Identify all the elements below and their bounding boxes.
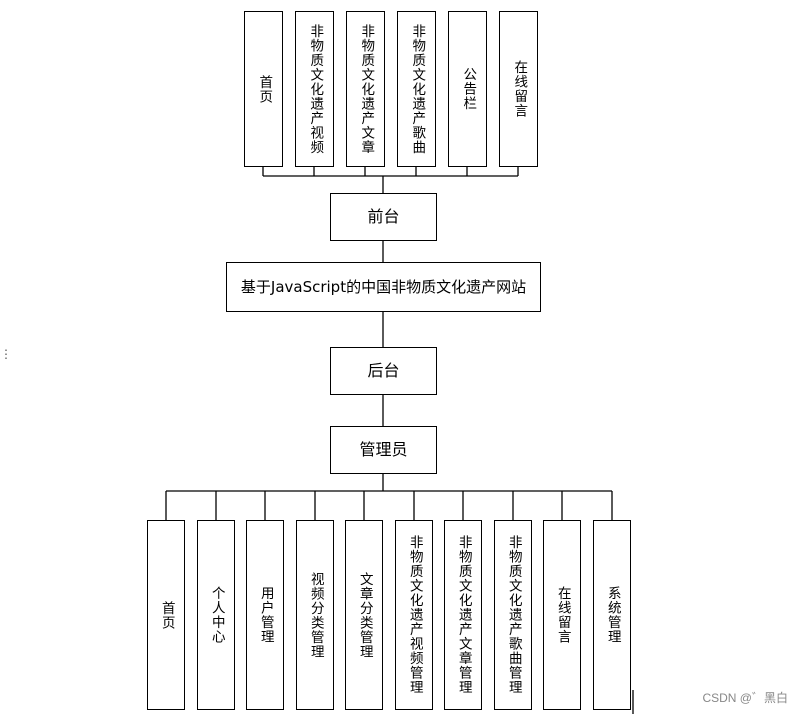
- backend-module-label: 系统管理: [604, 586, 621, 644]
- frontend-module-heritage-article: 非物质文化遗产文章: [346, 11, 385, 167]
- frontend-module-label: 非物质文化遗产视频: [307, 23, 324, 155]
- backend-module-system: 系统管理: [593, 520, 631, 710]
- frontend-module-home: 首页: [244, 11, 283, 167]
- system-title-node: 基于JavaScript的中国非物质文化遗产网站: [226, 262, 541, 312]
- watermark: CSDN @゛黑白: [702, 691, 788, 705]
- frontend-module-label: 公告栏: [460, 67, 477, 111]
- backend-node: 后台: [330, 347, 437, 395]
- frontend-module-heritage-song: 非物质文化遗产歌曲: [397, 11, 436, 167]
- frontend-module-label: 非物质文化遗产歌曲: [409, 23, 426, 155]
- system-title-label: 基于JavaScript的中国非物质文化遗产网站: [240, 278, 527, 296]
- admin-node-label: 管理员: [359, 440, 408, 459]
- backend-module-label: 非物质文化遗产歌曲管理: [505, 535, 522, 695]
- frontend-module-label: 首页: [256, 74, 273, 104]
- backend-module-label: 文章分类管理: [356, 571, 373, 659]
- frontend-node: 前台: [330, 193, 437, 241]
- backend-module-message: 在线留言: [543, 520, 581, 710]
- backend-node-label: 后台: [367, 361, 400, 380]
- backend-module-label: 用户管理: [257, 586, 274, 644]
- drag-handle-icon[interactable]: ⋮: [0, 347, 12, 361]
- frontend-node-label: 前台: [367, 207, 400, 226]
- backend-module-heritage-article: 非物质文化遗产文章管理: [444, 520, 482, 710]
- frontend-module-bulletin: 公告栏: [448, 11, 487, 167]
- backend-module-user-management: 用户管理: [246, 520, 284, 710]
- backend-module-heritage-video: 非物质文化遗产视频管理: [395, 520, 433, 710]
- backend-module-label: 视频分类管理: [307, 571, 324, 659]
- frontend-module-label: 非物质文化遗产文章: [358, 23, 375, 155]
- backend-module-video-category: 视频分类管理: [296, 520, 334, 710]
- backend-module-label: 首页: [158, 600, 175, 630]
- frontend-module-heritage-video: 非物质文化遗产视频: [295, 11, 334, 167]
- frontend-module-message: 在线留言: [499, 11, 538, 167]
- admin-node: 管理员: [330, 426, 437, 474]
- backend-module-personal-center: 个人中心: [197, 520, 235, 710]
- backend-module-label: 非物质文化遗产文章管理: [455, 535, 472, 695]
- backend-module-heritage-song: 非物质文化遗产歌曲管理: [494, 520, 532, 710]
- backend-module-label: 个人中心: [208, 586, 225, 644]
- backend-module-article-category: 文章分类管理: [345, 520, 383, 710]
- backend-module-label: 在线留言: [554, 586, 571, 644]
- backend-module-home: 首页: [147, 520, 185, 710]
- backend-module-label: 非物质文化遗产视频管理: [406, 535, 423, 695]
- frontend-module-label: 在线留言: [511, 60, 528, 118]
